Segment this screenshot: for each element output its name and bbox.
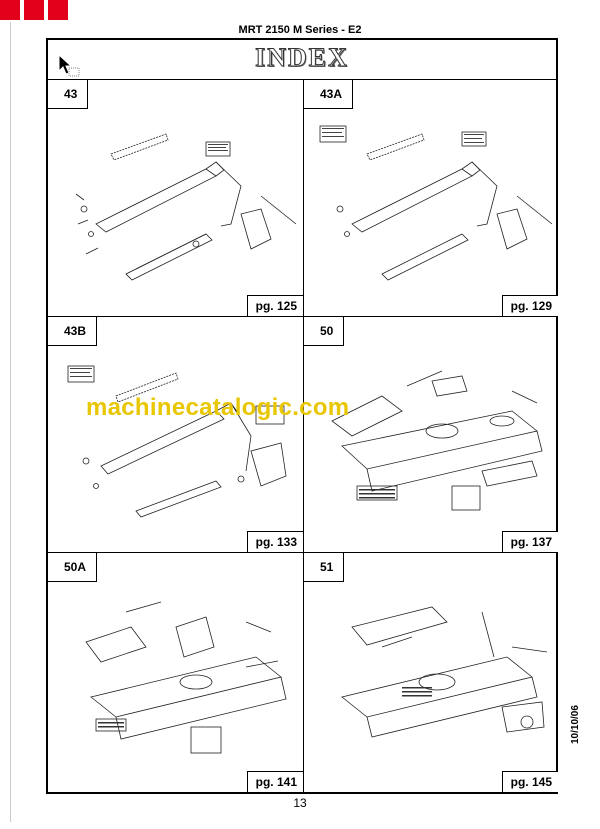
panel-number: 43A [304, 80, 354, 109]
index-panel-43a[interactable]: 43A pg. 129 [304, 80, 558, 317]
index-title: INDEX [255, 43, 349, 73]
revision-date: 10/10/06 [570, 705, 581, 744]
page-reference: pg. 133 [246, 531, 303, 552]
brand-square [48, 0, 68, 20]
index-panel-43[interactable]: 43 pg. 125 [48, 80, 304, 317]
index-panel-43b[interactable]: 43B pg. 133 [48, 317, 304, 553]
exploded-drawing-chassis [341, 606, 548, 738]
exploded-drawing-chassis [331, 370, 543, 511]
index-header: INDEX [48, 40, 556, 80]
exploded-drawing-chassis [85, 601, 287, 754]
index-panel-50[interactable]: 50 pg. 137 [304, 317, 558, 553]
exploded-drawing-boom [67, 365, 287, 518]
brand-square [0, 0, 20, 20]
watermark-text: machinecatalogic.com [86, 394, 350, 421]
panel-number: 50A [48, 553, 98, 582]
brand-squares [0, 0, 68, 20]
page-reference: pg. 129 [501, 295, 558, 316]
page-reference: pg. 125 [246, 295, 303, 316]
page-edge-rule [10, 22, 11, 822]
index-frame: INDEX 43 pg. 125 43A [46, 38, 558, 794]
panel-number: 43B [48, 317, 98, 346]
mouse-pointer-icon [58, 54, 80, 77]
index-panel-51[interactable]: 51 pg. 145 [304, 553, 558, 792]
page-reference: pg. 141 [246, 771, 303, 792]
panel-number: 51 [304, 553, 345, 582]
panel-number: 50 [304, 317, 345, 346]
document-title: MRT 2150 M Series - E2 [238, 24, 362, 36]
page-reference: pg. 145 [501, 771, 558, 792]
brand-square [24, 0, 44, 20]
exploded-drawing-boom [75, 133, 296, 281]
index-panel-50a[interactable]: 50A pg. 141 [48, 553, 304, 792]
panel-number: 43 [48, 80, 89, 109]
page-reference: pg. 137 [501, 531, 558, 552]
exploded-drawing-boom [319, 125, 552, 281]
page-number: 13 [293, 796, 307, 810]
